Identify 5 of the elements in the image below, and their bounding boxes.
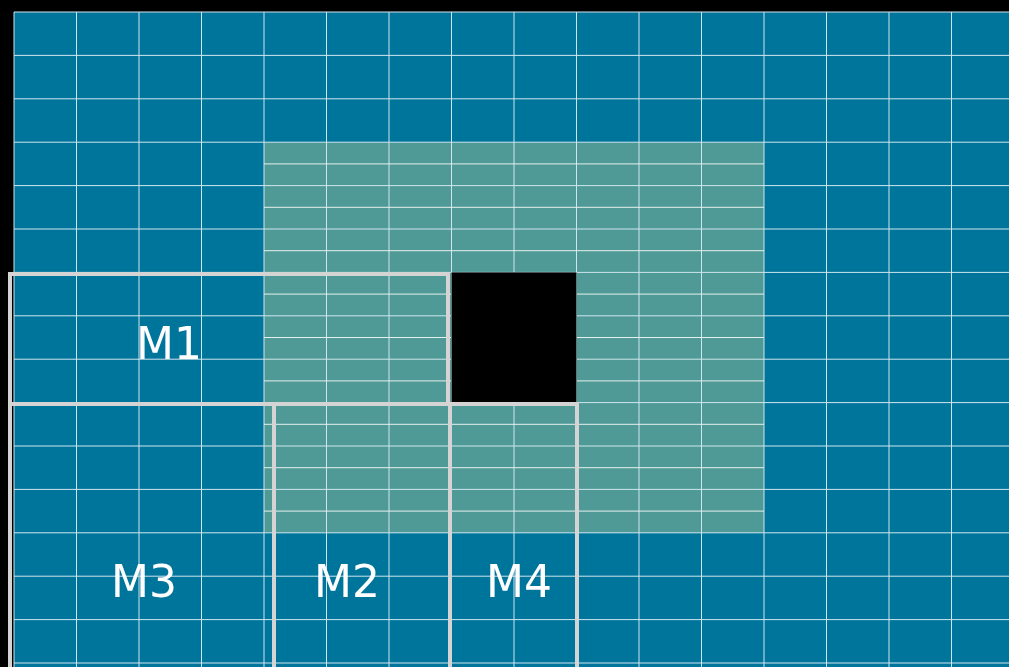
region-label: M1 [136,322,202,366]
region-outline [8,402,272,667]
region-outline [272,402,448,667]
region-outline [8,272,450,402]
region-outline [448,402,579,667]
